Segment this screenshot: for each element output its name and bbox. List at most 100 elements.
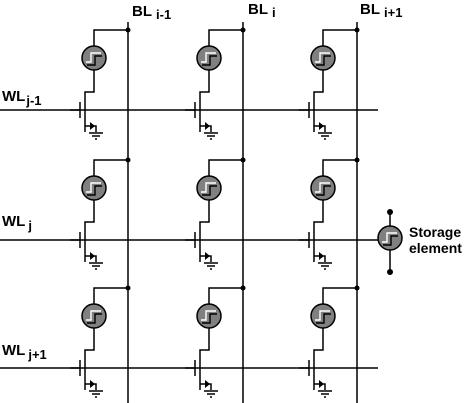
transistor-icon xyxy=(299,232,326,262)
storage-wave-white xyxy=(86,310,101,321)
cell-bitline-wire xyxy=(322,159,357,176)
storage-wave-white xyxy=(86,52,101,63)
storage-wave-black xyxy=(316,185,331,196)
storage-wave-black xyxy=(87,185,102,196)
storage-body xyxy=(377,225,403,251)
storage-element-icon xyxy=(196,303,222,329)
legend-top-terminal xyxy=(387,209,393,215)
transistor-arrow xyxy=(90,380,95,388)
transistor-source xyxy=(314,383,326,390)
transistor-source xyxy=(314,125,326,132)
cell-drain-wire xyxy=(313,328,324,360)
junction-dot xyxy=(240,157,246,163)
ground-icon xyxy=(204,262,218,270)
transistor-icon xyxy=(185,102,212,132)
cell-bitline-wire xyxy=(93,287,128,304)
cell-drain-wire xyxy=(199,328,210,360)
array-lines xyxy=(0,22,378,403)
junction-dot xyxy=(240,27,246,33)
transistor-icon xyxy=(70,102,97,132)
transistor-icon xyxy=(185,232,212,262)
cell-bitline-wire xyxy=(93,159,128,176)
cell-bitline-wire xyxy=(208,159,243,176)
storage-wave-black xyxy=(316,313,331,324)
ground-icon xyxy=(318,390,332,398)
memory-cell-1-3 xyxy=(299,27,360,140)
transistor-arrow xyxy=(319,122,324,130)
junction-dot xyxy=(354,27,360,33)
storage-body xyxy=(310,45,336,71)
ground-icon xyxy=(89,132,103,140)
storage-body xyxy=(310,175,336,201)
storage-element-icon xyxy=(196,45,222,71)
transistor-arrow xyxy=(205,122,210,130)
storage-wave-white xyxy=(315,310,330,321)
junction-dot xyxy=(354,157,360,163)
transistor-arrow xyxy=(90,122,95,130)
storage-wave-white xyxy=(315,52,330,63)
transistor-source xyxy=(85,255,97,262)
storage-body xyxy=(196,175,222,201)
junction-dot xyxy=(240,285,246,291)
storage-wave-white xyxy=(86,182,101,193)
legend-bottom-terminal xyxy=(387,269,393,275)
junction-dot xyxy=(125,157,131,163)
memory-cell-3-2 xyxy=(185,285,246,398)
memory-cells xyxy=(70,27,360,398)
storage-body xyxy=(196,45,222,71)
memory-cell-1-1 xyxy=(70,27,131,140)
storage-wave-black xyxy=(202,55,217,66)
cell-drain-wire xyxy=(313,200,324,232)
transistor-arrow xyxy=(319,252,324,260)
legend-symbol xyxy=(377,209,403,275)
storage-element-icon xyxy=(377,225,403,251)
ground-icon xyxy=(204,390,218,398)
memory-cell-2-3 xyxy=(299,157,360,270)
storage-element-icon xyxy=(310,45,336,71)
cell-bitline-wire xyxy=(208,29,243,46)
cell-bitline-wire xyxy=(93,29,128,46)
cell-bitline-wire xyxy=(322,287,357,304)
transistor-icon xyxy=(299,360,326,390)
storage-wave-black xyxy=(87,55,102,66)
storage-wave-white xyxy=(201,52,216,63)
storage-wave-white xyxy=(382,232,397,243)
transistor-source xyxy=(200,255,212,262)
transistor-icon xyxy=(70,360,97,390)
storage-wave-black xyxy=(316,55,331,66)
cell-drain-wire xyxy=(313,70,324,102)
transistor-arrow xyxy=(319,380,324,388)
legend-label-storage: Storage xyxy=(409,224,461,240)
wordline-label-1: WLj-1 xyxy=(2,88,42,108)
storage-wave-black xyxy=(202,313,217,324)
storage-element-icon xyxy=(81,45,107,71)
transistor-arrow xyxy=(205,252,210,260)
storage-body xyxy=(196,303,222,329)
storage-body xyxy=(81,303,107,329)
cell-drain-wire xyxy=(84,328,95,360)
ground-icon xyxy=(89,262,103,270)
transistor-source xyxy=(200,383,212,390)
transistor-icon xyxy=(185,360,212,390)
storage-element-icon xyxy=(196,175,222,201)
storage-element-icon xyxy=(81,175,107,201)
transistor-source xyxy=(85,125,97,132)
cell-drain-wire xyxy=(84,200,95,232)
junction-dot xyxy=(125,285,131,291)
storage-wave-black xyxy=(202,185,217,196)
transistor-icon xyxy=(70,232,97,262)
memory-cell-3-1 xyxy=(70,285,131,398)
cell-drain-wire xyxy=(84,70,95,102)
transistor-source xyxy=(314,255,326,262)
ground-icon xyxy=(204,132,218,140)
memory-cell-2-1 xyxy=(70,157,131,270)
junction-dot xyxy=(125,27,131,33)
transistor-arrow xyxy=(205,380,210,388)
memory-cell-3-3 xyxy=(299,285,360,398)
storage-body xyxy=(310,303,336,329)
